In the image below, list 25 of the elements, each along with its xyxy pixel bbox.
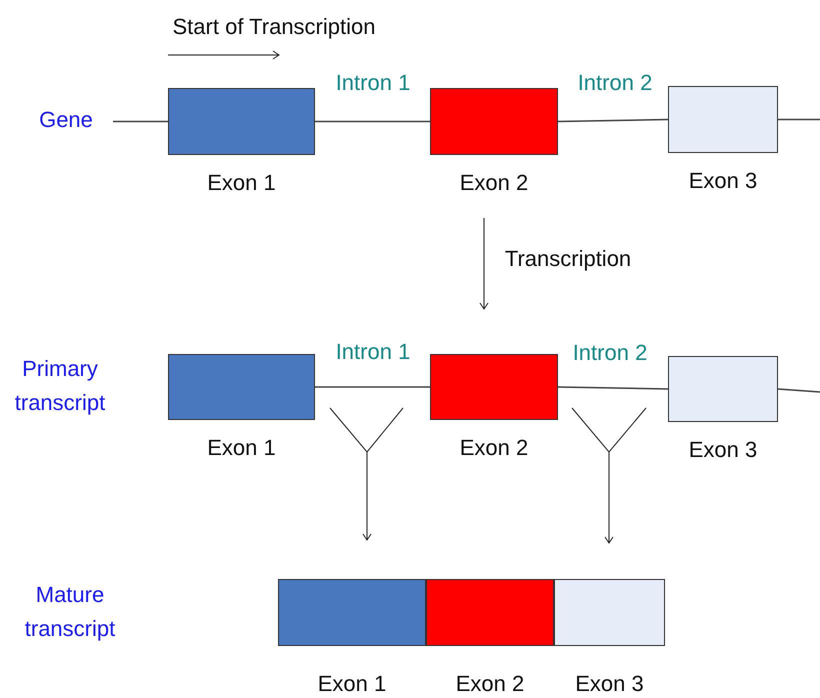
connector-line <box>778 118 820 120</box>
row-label: Primary transcript <box>14 355 106 417</box>
connector-line <box>113 120 168 122</box>
connector-line <box>558 386 668 390</box>
exon-label: Exon 1 <box>207 435 276 461</box>
row-label: Mature transcript <box>24 581 116 643</box>
intron-label: Intron 1 <box>336 338 410 366</box>
connector-line <box>315 120 430 122</box>
connector-line <box>778 388 820 393</box>
exon-label: Exon 2 <box>460 435 528 461</box>
connector-line <box>315 386 430 388</box>
intron-label: Intron 2 <box>572 339 648 367</box>
exon-label: Exon 2 <box>460 170 528 196</box>
exon-label: Exon 1 <box>207 170 276 196</box>
intron-label: Intron 2 <box>578 69 652 97</box>
exon-label: Exon 1 <box>318 671 386 697</box>
caption-text: Transcription <box>504 245 632 273</box>
connector-line <box>558 118 668 122</box>
exon-label: Exon 3 <box>575 671 644 697</box>
exon-label: Exon 2 <box>456 671 524 697</box>
intron-label: Intron 1 <box>336 69 410 97</box>
exon-label: Exon 3 <box>688 437 758 463</box>
exon-label: Exon 3 <box>688 168 758 194</box>
row-label: Gene <box>39 106 93 134</box>
caption-text: Start of Transcription <box>172 13 376 41</box>
